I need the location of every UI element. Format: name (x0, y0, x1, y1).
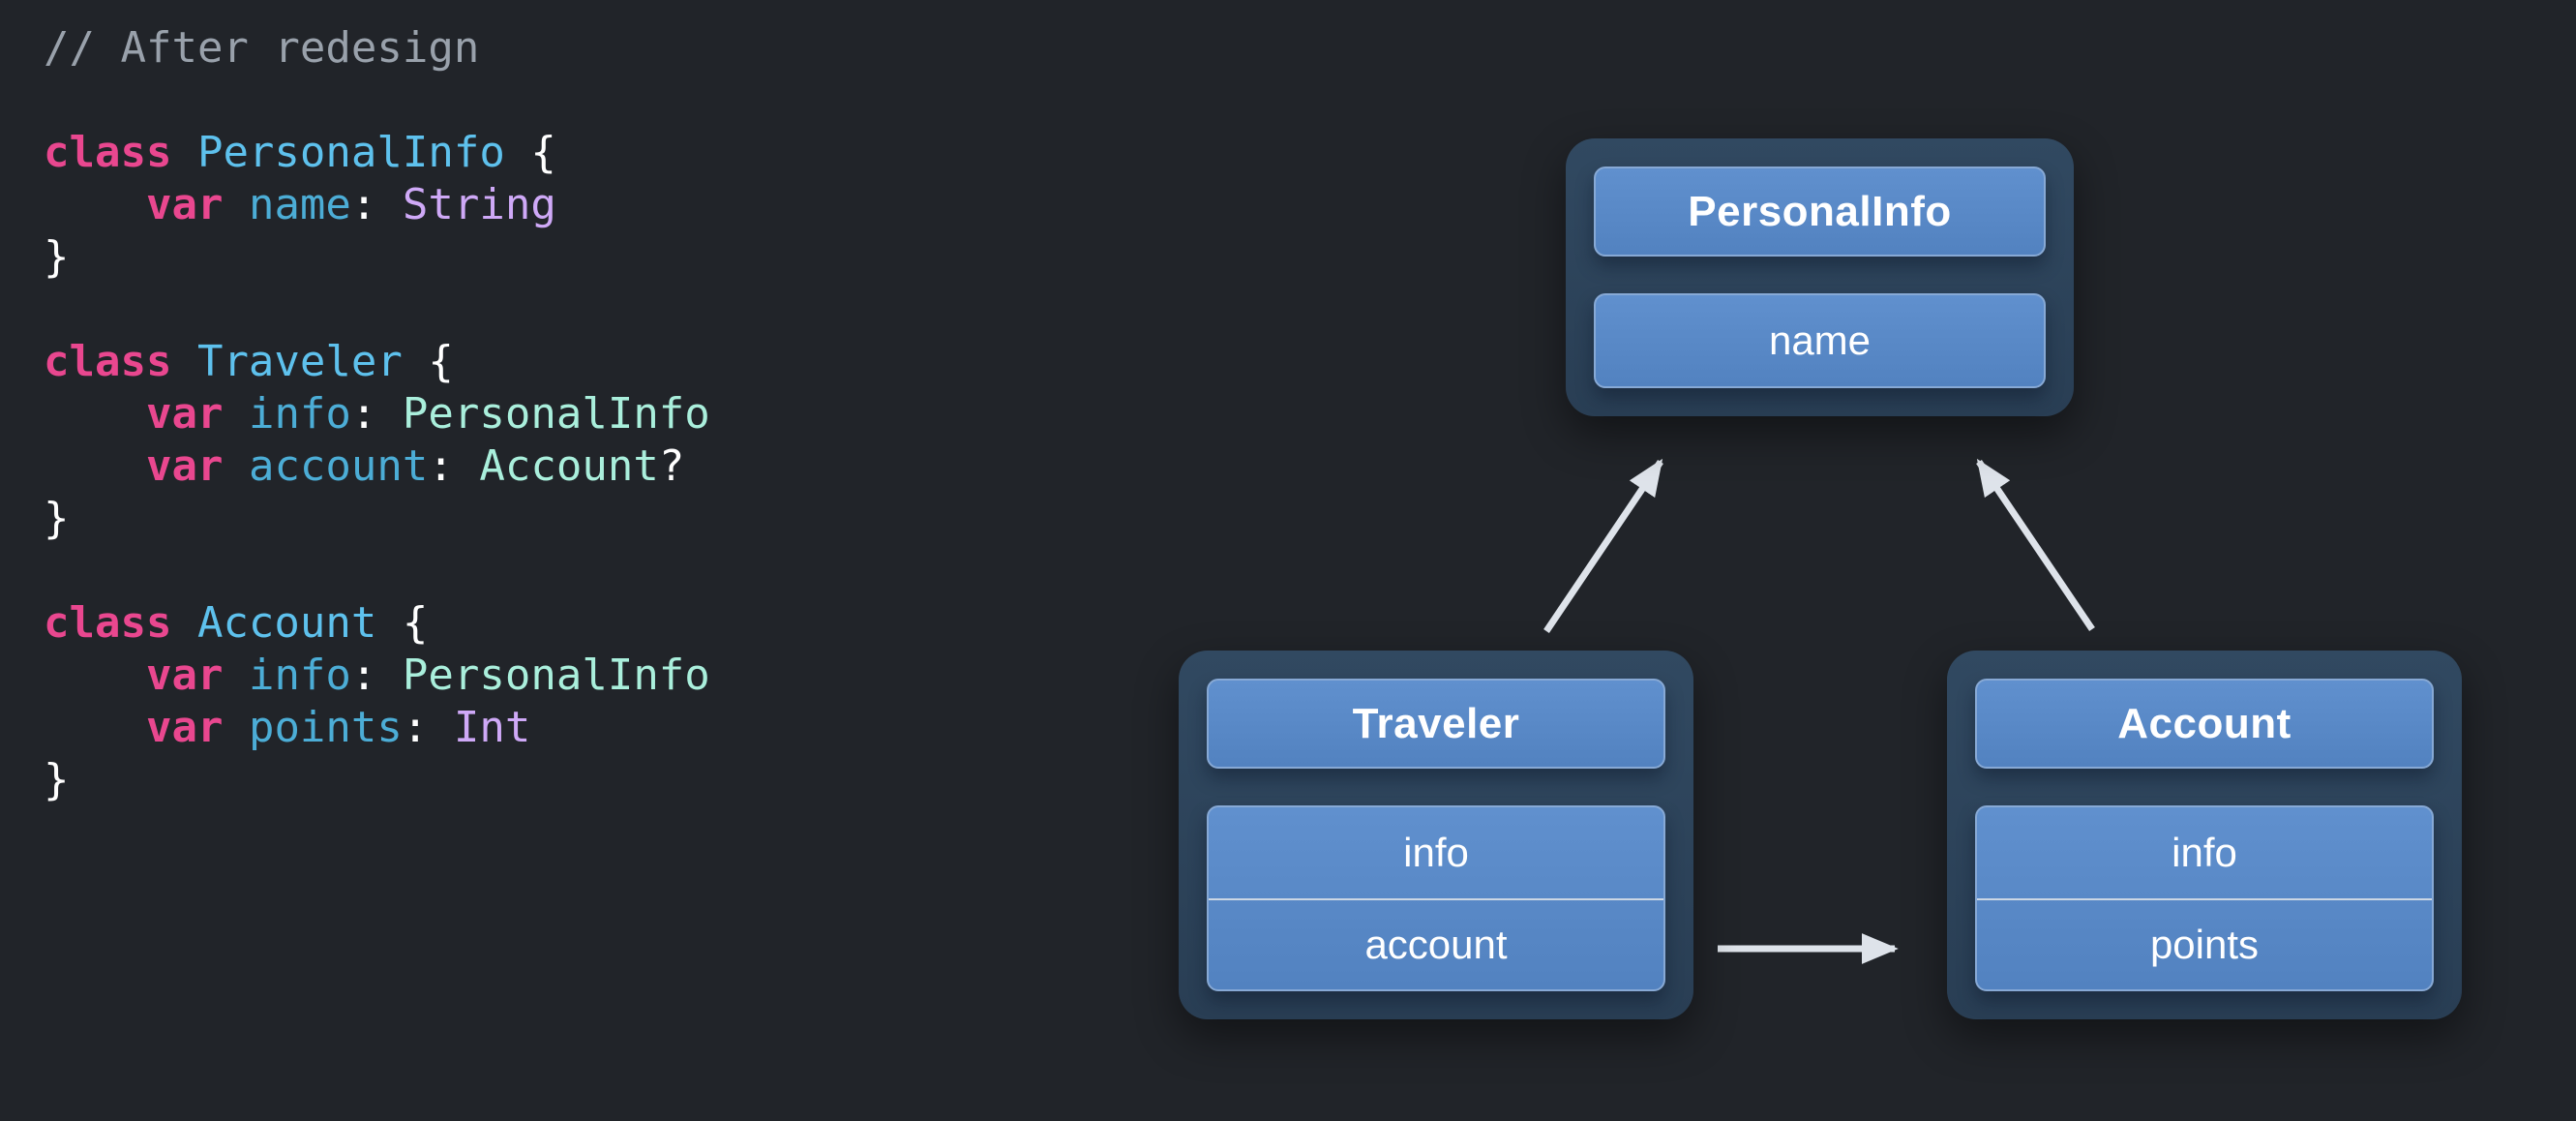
code-block: // After redesign class PersonalInfo { v… (44, 22, 710, 806)
class-title-account: Account (1975, 679, 2434, 769)
code-line: var account: Account? (145, 441, 685, 491)
field-info: info (2172, 830, 2237, 875)
class-title-personalinfo: PersonalInfo (1594, 167, 2046, 257)
code-line (44, 75, 710, 127)
class-fields-personalinfo: name (1594, 293, 2046, 388)
code-line: class Traveler { (44, 337, 454, 386)
field-points: points (1977, 898, 2432, 989)
arrow-traveler-to-personalinfo (1543, 458, 1663, 633)
code-line: } (44, 494, 70, 543)
arrow-account-to-personalinfo (1976, 458, 2095, 631)
code-line: } (44, 755, 70, 804)
class-box-personalinfo: PersonalInfo name (1566, 138, 2074, 416)
class-fields-traveler: info account (1207, 805, 1665, 991)
code-line: var name: String (145, 180, 556, 229)
code-line (44, 545, 710, 597)
class-box-account: Account info points (1947, 651, 2462, 1019)
code-line: class PersonalInfo { (44, 128, 556, 177)
code-line: var info: PersonalInfo (145, 651, 710, 700)
code-line: // After redesign (44, 23, 480, 73)
code-line: var info: PersonalInfo (145, 389, 710, 439)
class-title-traveler: Traveler (1207, 679, 1665, 769)
code-line: class Account { (44, 598, 429, 648)
code-line: var points: Int (145, 703, 531, 752)
class-box-traveler: Traveler info account (1179, 651, 1693, 1019)
code-line: } (44, 232, 70, 282)
class-fields-account: info points (1975, 805, 2434, 991)
code-line (44, 284, 710, 336)
field-info: info (1403, 830, 1469, 875)
field-account: account (1209, 898, 1663, 989)
field-name: name (1768, 318, 1872, 363)
